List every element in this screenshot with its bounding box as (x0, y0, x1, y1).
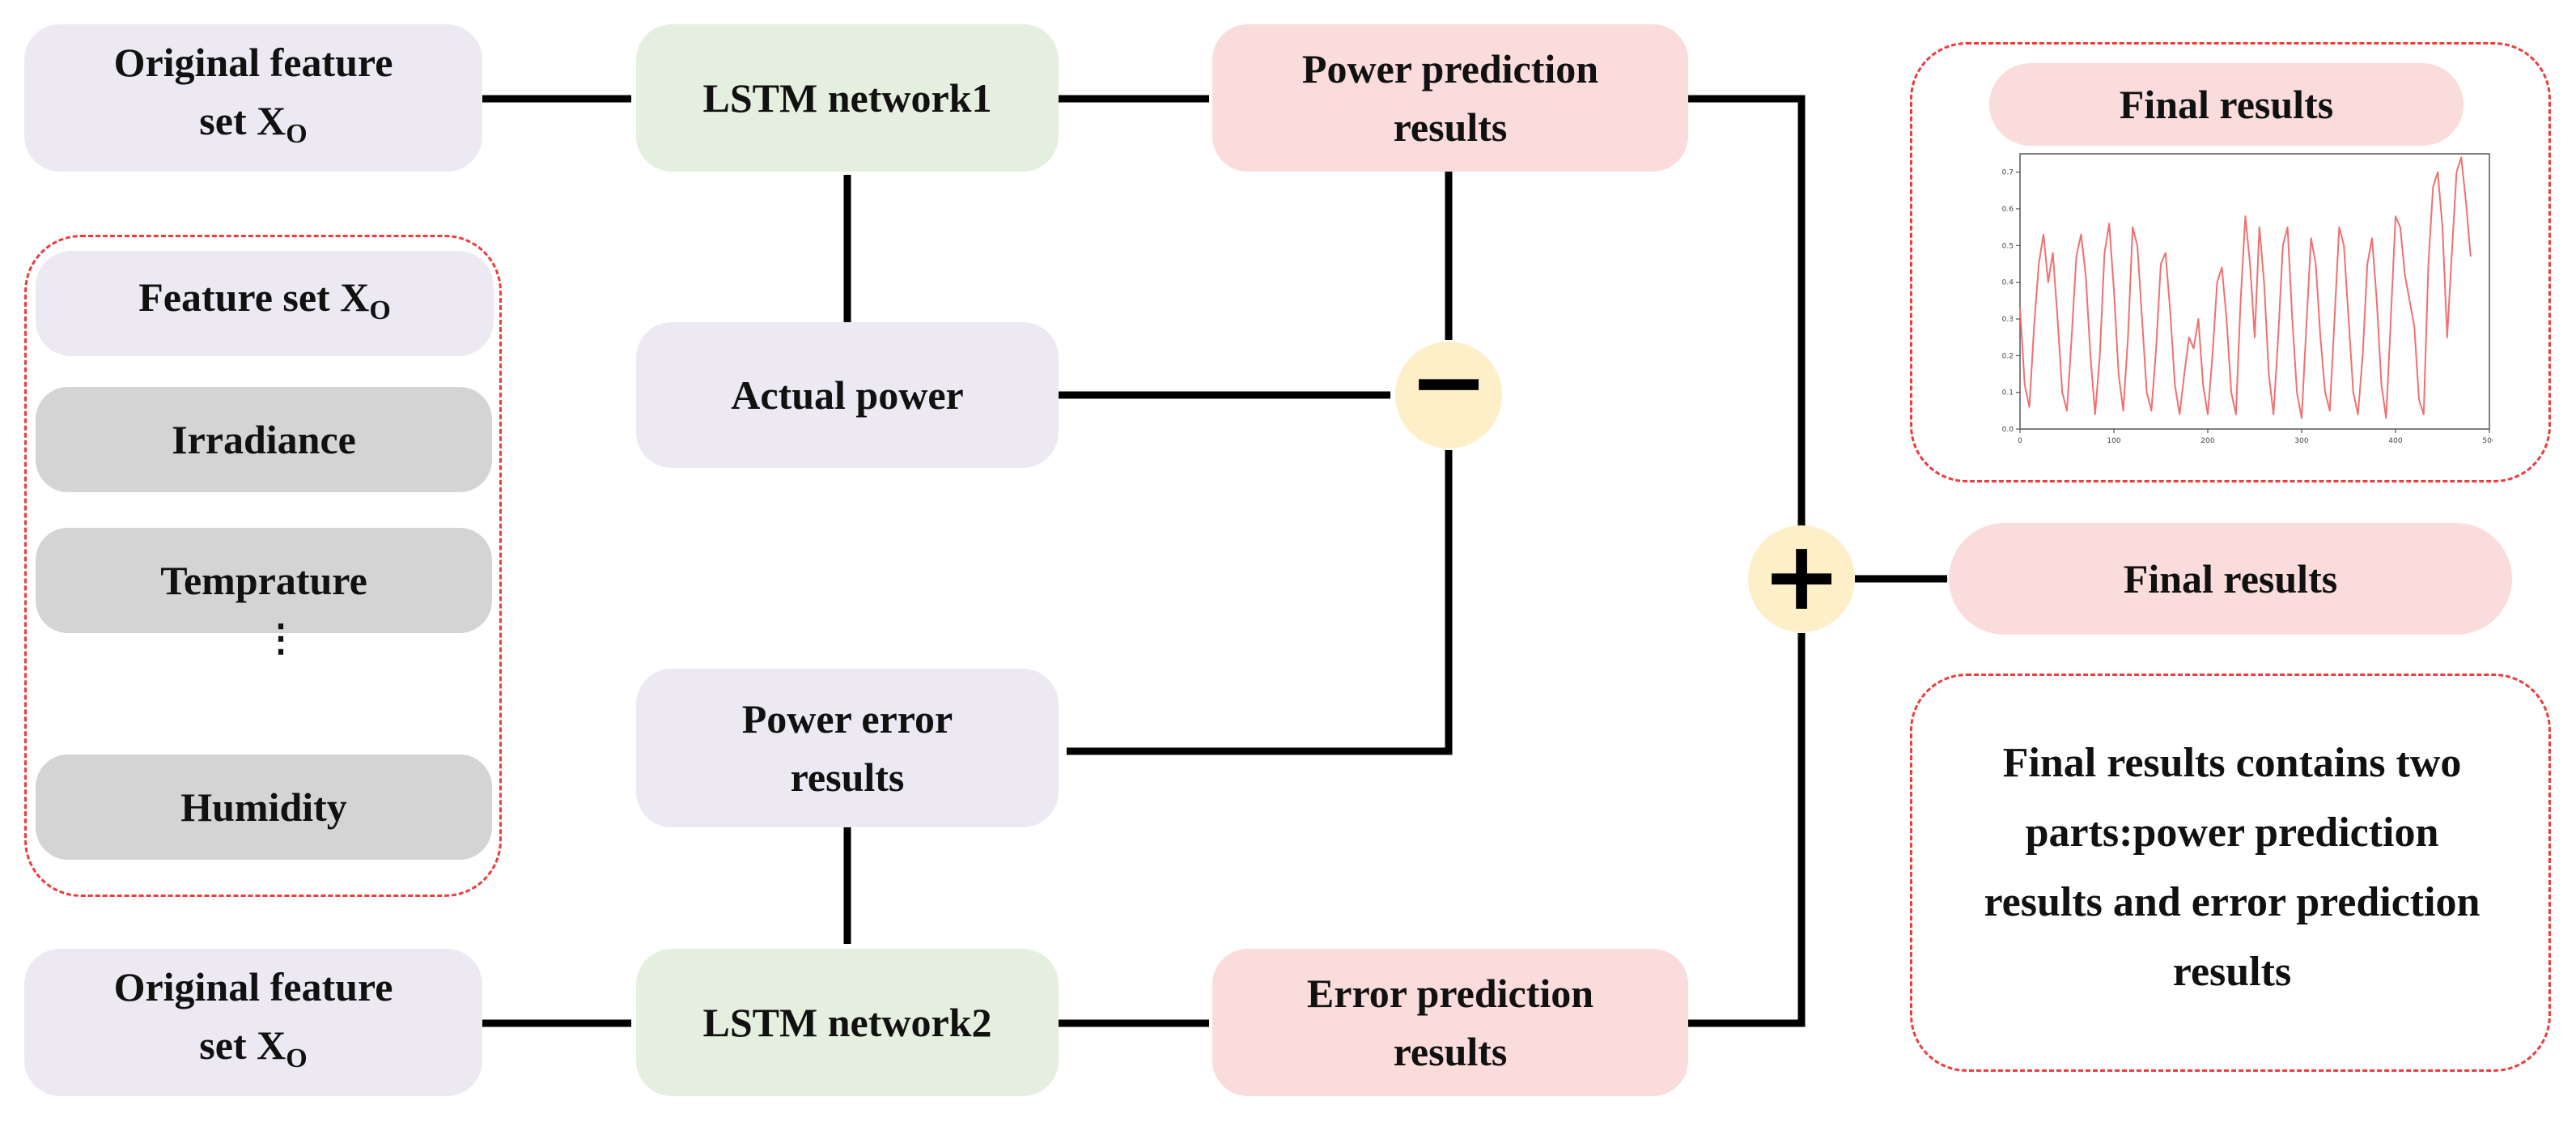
plus-operator-circle (1748, 525, 1855, 632)
chart-frame (2019, 153, 2490, 430)
power-prediction-results-line2: results (1393, 104, 1508, 150)
power-prediction-results-line1: Power prediction (1301, 46, 1599, 91)
error-prediction-results-line1: Error prediction (1306, 971, 1594, 1016)
minus-operator-circle (1395, 342, 1502, 448)
y-tick-label-2: 0.2 (2002, 352, 2014, 360)
series-line (2019, 156, 2472, 419)
feature-set-header: Feature set XO (36, 251, 494, 356)
power-error-results-line2: results (790, 754, 905, 800)
feature-set-header-sub: O (369, 295, 391, 325)
arrow-error-pred-to-plus (1688, 632, 1806, 1027)
minus-operator: − (1409, 325, 1489, 437)
final-results-line-chart: 0.0 0.1 0.2 0.3 0.4 0.5 0.6 0.7 0 100 200 300 400 500 (2002, 153, 2493, 445)
x-tick-label-3: 300 (2294, 437, 2308, 445)
y-tick-label-0: 0.0 (2002, 426, 2014, 434)
original-feature-set-top-sub: O (286, 118, 308, 149)
y-tick-label-3: 0.3 (2002, 316, 2014, 324)
original-feature-set-bottom-line1: Original feature (113, 963, 393, 1009)
error-prediction-results: Error prediction results (1212, 949, 1688, 1096)
y-tick-label-1: 0.1 (2002, 389, 2014, 397)
x-tick-label-1: 100 (2107, 437, 2120, 445)
final-results-output: Final results (1949, 523, 2512, 635)
feature-item-humidity: Humidity (36, 754, 492, 860)
power-error-results: Power error results (636, 669, 1059, 827)
y-tick-label-5: 0.5 (2002, 242, 2014, 250)
plus-operator: + (1762, 520, 1842, 631)
lstm-network2: LSTM network2 (636, 949, 1059, 1096)
feature-set-header-label: Feature set X (138, 274, 370, 320)
x-tick-label-0: 0 (2018, 437, 2022, 445)
x-tick-label-4: 400 (2388, 437, 2402, 445)
feature-ellipsis: ⋮ (262, 618, 299, 659)
error-prediction-results-line2: results (1393, 1029, 1508, 1074)
final-results-panel (1910, 42, 2551, 482)
power-prediction-results: Power prediction results (1212, 24, 1688, 172)
power-error-results-line1: Power error (741, 696, 953, 742)
feature-item-temprature: Temprature (36, 528, 492, 633)
final-results-panel-title: Final results (1989, 63, 2464, 146)
original-feature-set-top-line1: Original feature (113, 39, 393, 85)
original-feature-set-bottom-sub: O (286, 1043, 308, 1073)
original-feature-set-top: Original feature set XO (24, 24, 482, 172)
final-results-note-panel (1910, 674, 2551, 1072)
lstm-network1: LSTM network1 (636, 24, 1059, 172)
actual-power: Actual power (636, 322, 1059, 468)
feature-item-irradiance: Irradiance (36, 387, 492, 492)
note-line-4: results (2172, 949, 2292, 995)
note-line-3: results and error prediction (1984, 879, 2481, 925)
arrow-power-pred-to-plus (1688, 95, 1806, 529)
y-tick-label-6: 0.6 (2002, 206, 2014, 214)
y-tick-label-7: 0.7 (2002, 169, 2014, 177)
x-tick-label-2: 200 (2200, 437, 2214, 445)
note-line-1: Final results contains two (2002, 740, 2462, 786)
x-tick-label-5: 500 (2482, 437, 2493, 445)
y-tick-label-4: 0.4 (2002, 279, 2014, 287)
original-feature-set-bottom-line2: set X (199, 1022, 286, 1068)
final-results-note: Final results contains two parts:power p… (1916, 729, 2548, 1007)
feature-panel (24, 235, 502, 897)
arrow-minus-to-error (1066, 450, 1453, 755)
note-line-2: parts:power prediction (2025, 810, 2439, 856)
original-feature-set-bottom: Original feature set XO (24, 949, 482, 1096)
original-feature-set-top-line2: set X (199, 97, 286, 143)
